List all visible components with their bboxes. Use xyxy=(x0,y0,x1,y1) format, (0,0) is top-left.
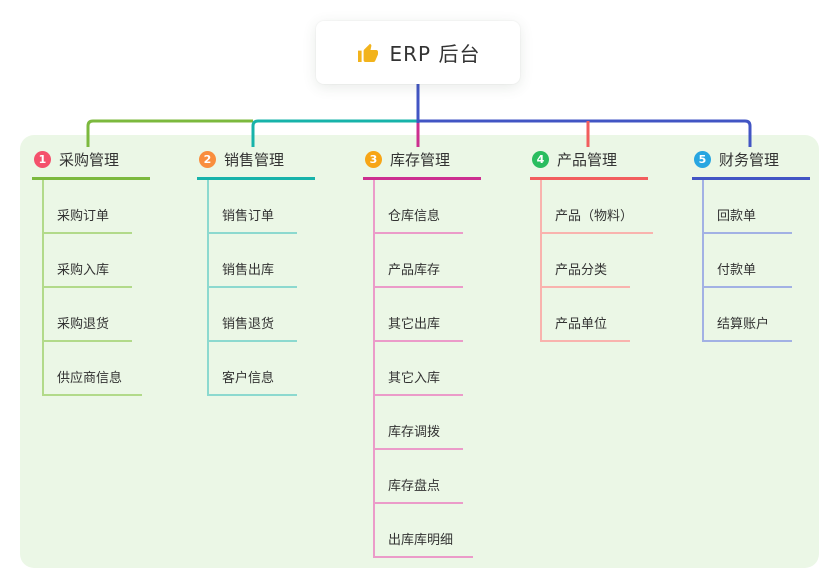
branch-badge-5: 5 xyxy=(694,151,711,168)
child-label: 客户信息 xyxy=(222,371,275,386)
child-node[interactable]: 付款单 xyxy=(704,234,792,288)
child-node[interactable]: 出库库明细 xyxy=(375,504,474,558)
branch-label: 财务管理 xyxy=(719,151,780,169)
branch-label: 产品管理 xyxy=(557,151,618,169)
child-node[interactable]: 产品库存 xyxy=(375,234,463,288)
child-label: 采购订单 xyxy=(57,209,110,224)
child-node[interactable]: 销售出库 xyxy=(209,234,297,288)
branch-node-finance[interactable]: 5 财务管理 xyxy=(692,147,810,180)
child-node[interactable]: 供应商信息 xyxy=(44,342,143,396)
branch-children: 仓库信息 产品库存 其它出库 其它入库 库存调拨 库存盘点 出库库明细 xyxy=(373,180,481,558)
child-node[interactable]: 仓库信息 xyxy=(375,180,463,234)
branch-children: 采购订单 采购入库 采购退货 供应商信息 xyxy=(42,180,150,396)
child-node[interactable]: 采购退货 xyxy=(44,288,132,342)
child-node[interactable]: 产品分类 xyxy=(542,234,630,288)
branch-column-inventory: 3 库存管理 仓库信息 产品库存 其它出库 其它入库 库存调拨 库存盘点 出库库… xyxy=(363,147,481,558)
branch-node-purchase[interactable]: 1 采购管理 xyxy=(32,147,150,180)
child-label: 结算账户 xyxy=(717,317,770,332)
child-node[interactable]: 回款单 xyxy=(704,180,792,234)
branch-children: 回款单 付款单 结算账户 xyxy=(702,180,810,342)
child-label: 其它出库 xyxy=(388,317,441,332)
child-node[interactable]: 库存盘点 xyxy=(375,450,463,504)
child-label: 产品库存 xyxy=(388,263,441,278)
child-node[interactable]: 销售订单 xyxy=(209,180,297,234)
branch-column-sales: 2 销售管理 销售订单 销售出库 销售退货 客户信息 xyxy=(197,147,315,396)
child-node[interactable]: 客户信息 xyxy=(209,342,297,396)
branch-label: 销售管理 xyxy=(224,151,285,169)
child-label: 库存盘点 xyxy=(388,479,441,494)
child-node[interactable]: 库存调拨 xyxy=(375,396,463,450)
child-label: 采购入库 xyxy=(57,263,110,278)
child-label: 库存调拨 xyxy=(388,425,441,440)
child-label: 仓库信息 xyxy=(388,209,441,224)
child-node[interactable]: 其它入库 xyxy=(375,342,463,396)
child-label: 供应商信息 xyxy=(57,371,123,386)
branch-badge-4: 4 xyxy=(532,151,549,168)
child-node[interactable]: 销售退货 xyxy=(209,288,297,342)
child-node[interactable]: 产品（物料） xyxy=(542,180,654,234)
branch-badge-1: 1 xyxy=(34,151,51,168)
child-label: 销售退货 xyxy=(222,317,275,332)
branch-node-inventory[interactable]: 3 库存管理 xyxy=(363,147,481,180)
root-node-erp[interactable]: ERP 后台 xyxy=(316,21,520,84)
child-node[interactable]: 采购订单 xyxy=(44,180,132,234)
child-label: 产品（物料） xyxy=(555,209,634,224)
branch-children: 产品（物料） 产品分类 产品单位 xyxy=(540,180,654,342)
child-node[interactable]: 结算账户 xyxy=(704,288,792,342)
child-label: 付款单 xyxy=(717,263,757,278)
thumbs-up-icon xyxy=(357,43,378,62)
branch-column-finance: 5 财务管理 回款单 付款单 结算账户 xyxy=(692,147,810,342)
branch-node-sales[interactable]: 2 销售管理 xyxy=(197,147,315,180)
branch-node-product[interactable]: 4 产品管理 xyxy=(530,147,648,180)
branches-panel xyxy=(20,135,819,568)
branch-badge-2: 2 xyxy=(199,151,216,168)
branch-label: 库存管理 xyxy=(390,151,451,169)
child-node[interactable]: 其它出库 xyxy=(375,288,463,342)
child-label: 其它入库 xyxy=(388,371,441,386)
child-label: 出库库明细 xyxy=(388,533,454,548)
child-node[interactable]: 产品单位 xyxy=(542,288,630,342)
child-label: 采购退货 xyxy=(57,317,110,332)
child-label: 产品分类 xyxy=(555,263,608,278)
child-label: 回款单 xyxy=(717,209,757,224)
branch-column-product: 4 产品管理 产品（物料） 产品分类 产品单位 xyxy=(530,147,654,342)
root-node-title: ERP 后台 xyxy=(389,42,481,66)
branch-label: 采购管理 xyxy=(59,151,120,169)
child-label: 销售出库 xyxy=(222,263,275,278)
child-node[interactable]: 采购入库 xyxy=(44,234,132,288)
child-label: 产品单位 xyxy=(555,317,608,332)
branch-badge-3: 3 xyxy=(365,151,382,168)
child-label: 销售订单 xyxy=(222,209,275,224)
branch-children: 销售订单 销售出库 销售退货 客户信息 xyxy=(207,180,315,396)
branch-column-purchase: 1 采购管理 采购订单 采购入库 采购退货 供应商信息 xyxy=(32,147,150,396)
